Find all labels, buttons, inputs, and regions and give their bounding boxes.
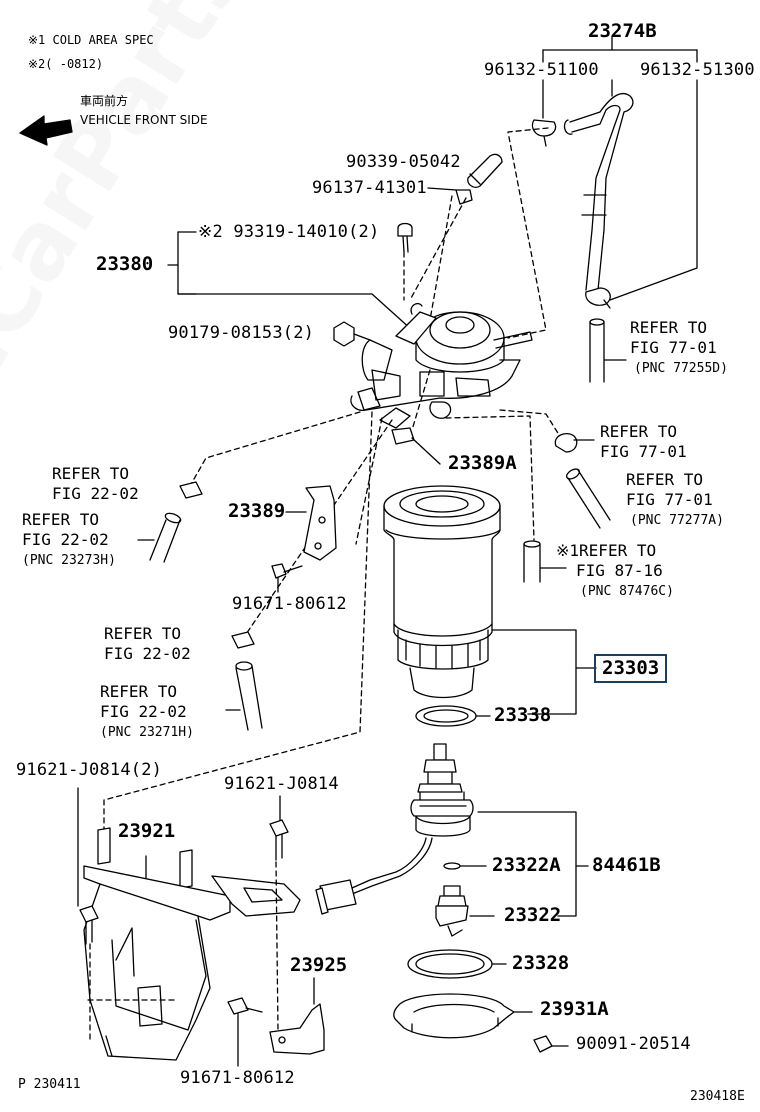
filter-head-23380: [167, 231, 533, 429]
ref-22-02-b-line1[interactable]: REFER TO: [22, 510, 100, 529]
clamp-22-02-lower: [231, 631, 255, 649]
note-date-range: ※2( -0812): [28, 57, 104, 71]
fuel-filter-23303: [383, 485, 597, 715]
screw-90091: [533, 1035, 569, 1053]
ref-77-01-a-line2[interactable]: FIG 77-01: [630, 338, 717, 357]
bolt-91621-left: [77, 787, 99, 945]
screw-93319: [397, 222, 413, 253]
bracket-23925: [269, 977, 325, 1055]
part-91621-J0814[interactable]: 91621-J0814: [224, 774, 339, 794]
part-23380[interactable]: 23380: [96, 253, 154, 275]
plug-90339: [467, 153, 503, 188]
ref-22-02-c-line2[interactable]: FIG 22-02: [104, 644, 191, 663]
bolt-91671-upper: [271, 563, 303, 593]
part-91671-80612-upper[interactable]: 91671-80612: [232, 594, 347, 614]
note-cold-area: ※1 COLD AREA SPEC: [28, 33, 154, 47]
direction-jp: 車両前方: [80, 94, 129, 108]
part-23328[interactable]: 23328: [512, 952, 570, 974]
part-23389A[interactable]: 23389A: [448, 452, 517, 474]
sensor-23322: [435, 885, 495, 937]
ref-22-02-b-line2[interactable]: FIG 22-02: [22, 530, 109, 549]
footer-figure-code: 230418E: [690, 1089, 745, 1104]
part-90091-20514[interactable]: 90091-20514: [576, 1034, 691, 1054]
bracket-23921: [83, 827, 301, 1061]
part-23338[interactable]: 23338: [494, 704, 552, 726]
hose-23273H: [137, 512, 182, 563]
footer-page-code: P 230411: [18, 1077, 81, 1092]
clip-23389A: [391, 427, 441, 465]
ref-77-01-b-line2[interactable]: FIG 77-01: [600, 442, 687, 461]
part-96137-41301[interactable]: 96137-41301: [312, 178, 427, 198]
dashed-guides-mid: [103, 409, 567, 841]
clamp-22-02-upper: [179, 481, 203, 499]
ref-77-01-c-line1[interactable]: REFER TO: [626, 470, 704, 489]
ref-77-01-a-line1[interactable]: REFER TO: [630, 318, 708, 337]
clamp-77-01: [554, 432, 595, 453]
part-96132-51100[interactable]: 96132-51100: [484, 60, 599, 80]
hose-23274B-group: [531, 35, 698, 309]
sensor-84461B: [315, 743, 589, 917]
part-23925[interactable]: 23925: [290, 954, 348, 976]
ref-87-16-line2[interactable]: FIG 87-16: [576, 561, 663, 580]
ref-87-16-pnc: (PNC 87476C): [580, 584, 674, 599]
ref-22-02-c-line1[interactable]: REFER TO: [104, 624, 182, 643]
ref-77-01-b-line1[interactable]: REFER TO: [600, 422, 678, 441]
part-23921[interactable]: 23921: [118, 820, 176, 842]
part-93319-14010[interactable]: ※2 93319-14010(2): [198, 222, 380, 242]
ref-22-02-a-line2[interactable]: FIG 22-02: [52, 484, 139, 503]
part-23274B[interactable]: 23274B: [588, 20, 657, 42]
part-96132-51300[interactable]: 96132-51300: [640, 60, 755, 80]
dashed-guides-upper: [403, 127, 549, 431]
front-arrow-icon: [19, 115, 73, 146]
pipe-77255D: [589, 318, 627, 383]
part-23931A[interactable]: 23931A: [540, 998, 609, 1020]
direction-en: VEHICLE FRONT SIDE: [80, 113, 208, 127]
part-23322[interactable]: 23322: [504, 904, 562, 926]
ref-77-01-c-line2[interactable]: FIG 77-01: [626, 490, 713, 509]
ref-22-02-d-line1[interactable]: REFER TO: [100, 682, 178, 701]
part-90179-08153[interactable]: 90179-08153(2): [168, 323, 315, 343]
bolt-91621-right: [269, 795, 289, 861]
gasket-23338: [415, 705, 491, 727]
part-84461B[interactable]: 84461B: [592, 854, 661, 876]
part-23322A[interactable]: 23322A: [492, 854, 561, 876]
ref-22-02-d-pnc: (PNC 23271H): [100, 725, 194, 740]
ref-87-16-line1[interactable]: ※1REFER TO: [556, 541, 657, 560]
ref-77-01-a-pnc: (PNC 77255D): [634, 361, 728, 376]
nut-90179: [333, 321, 371, 347]
part-23389[interactable]: 23389: [228, 500, 286, 522]
oring-23322A: [443, 862, 487, 870]
hose-77277A: [565, 468, 611, 529]
bracket-23389: [285, 485, 337, 561]
pipe-87476C: [523, 540, 567, 583]
gasket-23328: [407, 949, 507, 979]
part-91671-80612-lower[interactable]: 91671-80612: [180, 1068, 295, 1088]
part-91621-J0814-2[interactable]: 91621-J0814(2): [16, 760, 163, 780]
part-23303[interactable]: 23303: [594, 654, 668, 683]
part-90339-05042[interactable]: 90339-05042: [346, 152, 461, 172]
ref-77-01-c-pnc: (PNC 77277A): [630, 513, 724, 528]
dashed-guides-lower: [87, 861, 279, 1041]
bracket-23931A: [393, 993, 533, 1039]
ref-22-02-b-pnc: (PNC 23273H): [22, 553, 116, 568]
hose-23271H: [225, 661, 263, 731]
ref-22-02-a-line1[interactable]: REFER TO: [52, 464, 130, 483]
ref-22-02-d-line2[interactable]: FIG 22-02: [100, 702, 187, 721]
clip-96137: [427, 187, 473, 205]
bolt-91671-lower: [227, 997, 263, 1067]
